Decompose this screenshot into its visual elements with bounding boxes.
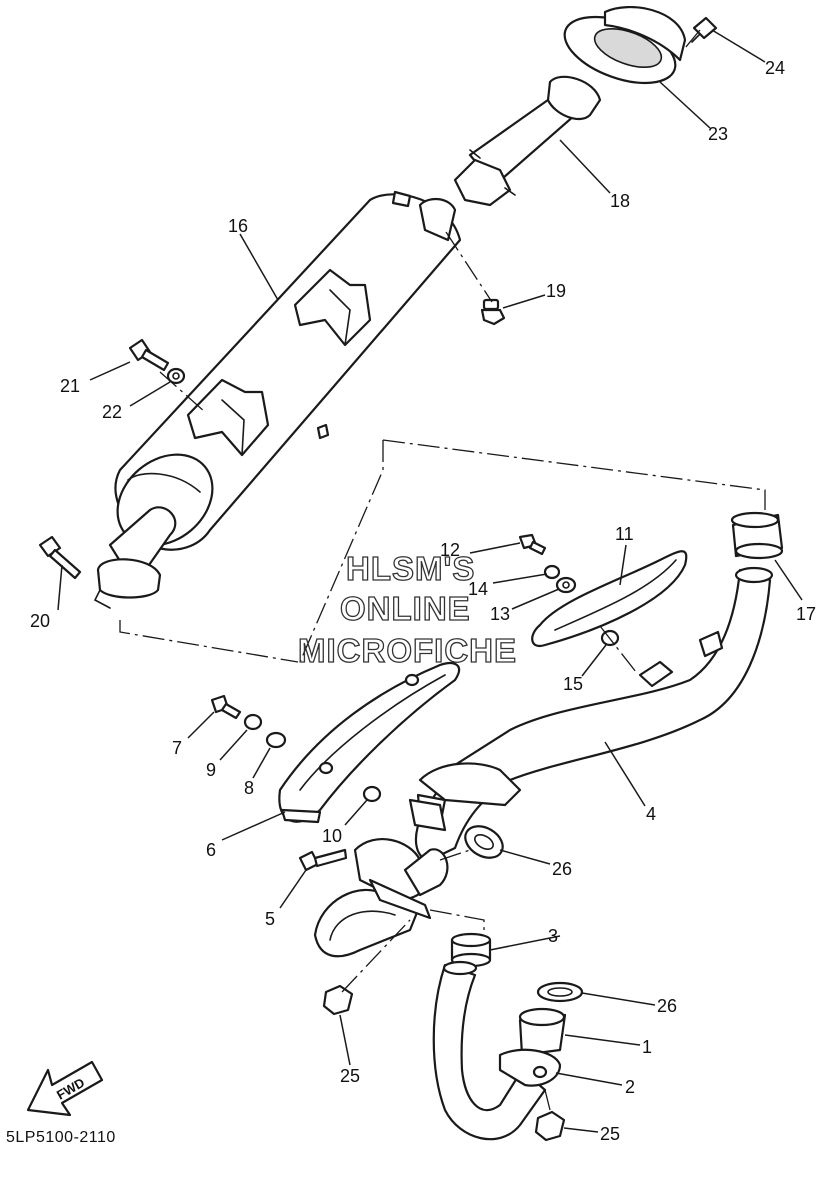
callout-4: 4 [646,804,656,824]
callout-2: 2 [625,1077,635,1097]
joint-2 [498,1048,562,1087]
washer-22 [166,367,186,385]
callout-7: 7 [172,738,182,758]
callout-3: 3 [548,926,558,946]
gasket-17 [730,511,784,560]
callout-9: 9 [206,760,216,780]
callout-1: 1 [642,1037,652,1057]
muffler-body-16 [93,190,462,609]
assembly-lines [119,29,766,1111]
callout-18: 18 [610,191,630,211]
callout-23: 23 [708,124,728,144]
watermark-line-1: HLSM'S [346,550,475,587]
collar-14 [543,564,561,580]
callout-labels: 16 21 22 20 24 23 18 19 12 14 13 15 11 1… [30,58,816,1144]
callout-12: 12 [440,540,460,560]
callout-17: 17 [796,604,816,624]
protector-6 [278,662,461,824]
part-code: 5LP5100-2110 [6,1129,116,1146]
callout-20: 20 [30,611,50,631]
collar-13 [555,576,577,594]
exhaust-pipe-4 [408,566,774,862]
screw-7 [210,694,242,720]
nut-25-lower [534,1110,566,1142]
callout-14: 14 [468,579,488,599]
callout-15: 15 [563,674,583,694]
header-pipe-upper [313,838,449,958]
callout-13: 13 [490,604,510,624]
bolt-5 [298,848,348,872]
collar-8 [265,731,287,749]
callout-26-lower: 26 [657,996,677,1016]
callout-5: 5 [265,909,275,929]
callout-8: 8 [244,778,254,798]
watermark-line-2: ONLINE [340,590,471,627]
callout-25-lower: 25 [600,1124,620,1144]
protector-11 [531,550,688,648]
header-pipe-1 [432,960,567,1141]
end-cap-23 [563,5,687,85]
bolt-21 [128,338,170,372]
callout-22: 22 [102,402,122,422]
washer-9 [243,713,263,731]
watermark: HLSM'S ONLINE MICROFICHE [297,549,517,669]
callout-21: 21 [60,376,80,396]
callout-10: 10 [322,826,342,846]
callout-25-upper: 25 [340,1066,360,1086]
nut-25-upper [322,984,354,1016]
gasket-26-upper [464,825,504,859]
collar-10 [362,785,382,803]
bolt-20 [38,535,82,580]
fwd-arrow-icon: FWD [26,1060,104,1117]
callout-19: 19 [546,281,566,301]
bolt-12 [518,533,547,556]
callout-24: 24 [765,58,785,78]
watermark-line-3: MICROFICHE [298,632,517,669]
gasket-26-lower [536,981,584,1003]
callout-26-upper: 26 [552,859,572,879]
callout-16: 16 [228,216,248,236]
bolt-19 [480,298,506,326]
callout-6: 6 [206,840,216,860]
screw-24 [691,16,718,43]
callout-11: 11 [615,524,634,544]
leader-lines [57,29,803,1133]
tail-pipe-18 [453,75,602,207]
